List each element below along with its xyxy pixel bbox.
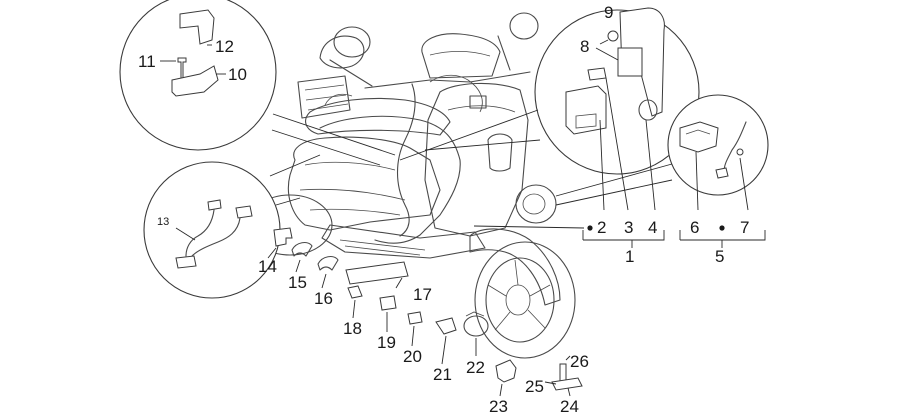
- horn-part: [515, 184, 557, 224]
- callout-23: 23: [489, 397, 508, 416]
- detail-bubble-upper-left: [119, 0, 277, 151]
- callout-11: 11: [138, 52, 156, 71]
- callout-10: 10: [228, 65, 247, 84]
- callout-labels: 1 2 3 4 5 6 7 8 9 10 11 12 13 14 15 16 1…: [138, 3, 749, 416]
- callout-1: 1: [625, 247, 634, 266]
- callout-9: 9: [604, 3, 613, 22]
- front-wheel: [474, 241, 576, 359]
- scooter-illustration: [247, 12, 576, 359]
- callout-18: 18: [343, 319, 362, 338]
- callout-7: 7: [740, 218, 749, 237]
- callout-5: 5: [715, 247, 724, 266]
- callout-13: 13: [157, 216, 169, 228]
- callout-3: 3: [624, 218, 633, 237]
- callout-19: 19: [377, 333, 396, 352]
- loose-parts: [273, 227, 583, 391]
- callout-24: 24: [560, 397, 579, 416]
- detail-bubble-right: [667, 94, 769, 211]
- callout-15: 15: [288, 273, 307, 292]
- callout-20: 20: [403, 347, 422, 366]
- callout-8: 8: [580, 37, 589, 56]
- dot-marker: [587, 225, 593, 231]
- callout-6: 6: [690, 218, 699, 237]
- dot-marker: [719, 225, 725, 231]
- callout-12: 12: [215, 37, 234, 56]
- callout-25: 25: [525, 377, 544, 396]
- callout-17: 17: [413, 285, 432, 304]
- callout-21: 21: [433, 365, 452, 384]
- callout-4: 4: [648, 218, 657, 237]
- callout-22: 22: [466, 358, 485, 377]
- detail-bubble-lower-left: [143, 161, 281, 299]
- callout-16: 16: [314, 289, 333, 308]
- detail-bubble-upper-right: [534, 7, 700, 211]
- callout-14: 14: [258, 257, 277, 276]
- callout-2: 2: [597, 218, 606, 237]
- callout-26: 26: [570, 352, 589, 371]
